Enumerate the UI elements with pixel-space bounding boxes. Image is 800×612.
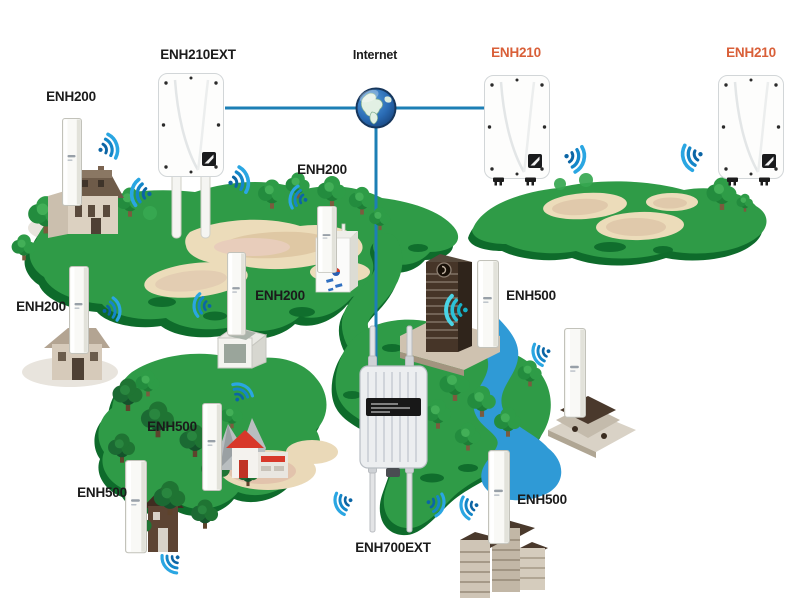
buildings	[44, 166, 636, 598]
device-enh210-2	[717, 74, 785, 186]
label-enh200-4: ENH200	[255, 288, 305, 303]
wifi-signal-icon	[330, 487, 358, 518]
device-enh200-3	[69, 266, 89, 354]
terrain-fairway	[338, 233, 403, 357]
devices	[62, 72, 785, 554]
house-red-roof	[212, 418, 288, 478]
building-step-platform	[548, 396, 636, 458]
device-enh500-1	[476, 259, 500, 349]
label-enh200-3: ENH200	[16, 299, 66, 314]
wifi-signal-icon	[677, 139, 709, 174]
label-enh500-2: ENH500	[147, 419, 197, 434]
label-enh500-1: ENH500	[506, 288, 556, 303]
shrubs	[143, 173, 673, 483]
label-enh210-2: ENH210	[726, 45, 776, 60]
wifi-signal-icon	[92, 130, 123, 165]
label-enh700ext: ENH700EXT	[355, 540, 431, 555]
building-tower	[400, 254, 500, 376]
device-enh210ext	[157, 72, 225, 239]
label-enh210-1: ENH210	[491, 45, 541, 60]
label-enh210ext: ENH210EXT	[160, 47, 236, 62]
label-internet: Internet	[352, 48, 398, 62]
wifi-signal-icon	[559, 141, 589, 176]
device-enh200-1	[62, 118, 82, 206]
label-enh200-2: ENH200	[297, 162, 347, 177]
device-enh200-4	[227, 252, 246, 336]
wifi-signal-icon	[457, 492, 483, 522]
device-enh210-1	[483, 74, 551, 186]
internet-globe-icon	[355, 87, 397, 129]
label-enh200-1: ENH200	[46, 89, 96, 104]
label-enh500-4: ENH500	[517, 492, 567, 507]
device-enh500-3	[125, 459, 147, 554]
sand-bunkers-right	[543, 192, 698, 241]
device-enh200-2	[317, 205, 337, 273]
device-enh500-river	[563, 327, 587, 418]
backhaul-lines	[225, 106, 486, 370]
device-enh500-4	[487, 449, 511, 545]
device-enh700ext	[359, 325, 428, 533]
building-mansion	[48, 166, 124, 238]
device-enh500-2	[202, 403, 222, 491]
label-enh500-3: ENH500	[77, 485, 127, 500]
